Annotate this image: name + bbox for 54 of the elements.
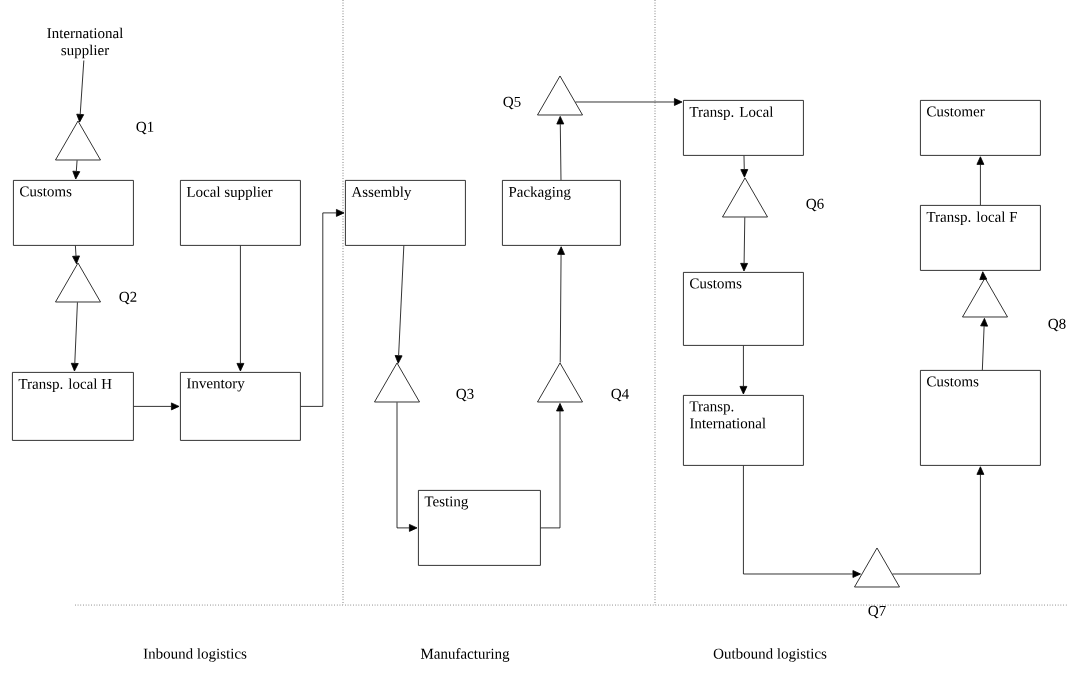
process-box: Transp. local F: [920, 205, 1041, 271]
arrow: [976, 156, 985, 206]
arrow: [70, 302, 79, 372]
queue-triangle: [537, 75, 583, 116]
process-box: Customs: [13, 180, 134, 246]
section-label: Manufacturing: [420, 648, 510, 662]
queue-label: Q2: [119, 291, 137, 305]
arrow: [72, 245, 80, 265]
queue-triangle: [962, 277, 1008, 318]
process-box: Transp. local H: [12, 372, 134, 441]
queue-label: Q1: [136, 121, 154, 135]
queue-label: Q5: [503, 96, 521, 110]
arrow: [743, 465, 861, 578]
arrow: [133, 402, 180, 411]
section-label: Outbound logistics: [713, 648, 827, 662]
queue-label: Q6: [806, 198, 824, 212]
queue-triangle: [55, 120, 101, 161]
queue-triangle: [374, 362, 420, 403]
queue-label: Q7: [868, 605, 886, 619]
section-label: Inbound logistics: [143, 648, 247, 662]
arrow: [556, 115, 565, 181]
process-box: Inventory: [180, 372, 301, 441]
queue-label: Q4: [611, 388, 629, 402]
arrow: [557, 246, 565, 363]
arrow: [575, 98, 683, 106]
process-box: Customer: [920, 100, 1041, 156]
arrow: [892, 466, 985, 575]
arrow: [236, 245, 245, 372]
queue-triangle: [722, 177, 768, 218]
arrow: [72, 160, 81, 180]
queue-triangle: [55, 262, 101, 303]
arrow: [979, 271, 988, 281]
arrow: [980, 318, 988, 371]
arrow: [76, 60, 85, 123]
process-box: Customs: [683, 272, 804, 346]
process-box: Local supplier: [180, 180, 301, 246]
process-box: Assembly: [345, 180, 466, 246]
arrow: [740, 155, 749, 178]
queue-label: Q3: [456, 388, 474, 402]
arrow: [396, 402, 418, 532]
process-box: Testing: [418, 490, 541, 566]
queue-label: Q8: [1048, 318, 1066, 332]
arrow: [739, 345, 748, 395]
arrow: [540, 403, 564, 529]
arrow: [394, 245, 405, 364]
arrow: [300, 209, 345, 407]
queue-triangle: [537, 362, 583, 403]
queue-triangle: [854, 547, 900, 588]
supplier-text: International supplier: [47, 27, 124, 59]
process-box: Customs: [920, 370, 1041, 466]
arrow: [740, 217, 748, 272]
process-box: Transp. Local: [683, 100, 804, 156]
process-box: Packaging: [502, 180, 621, 246]
process-box: Transp. International: [683, 395, 804, 466]
